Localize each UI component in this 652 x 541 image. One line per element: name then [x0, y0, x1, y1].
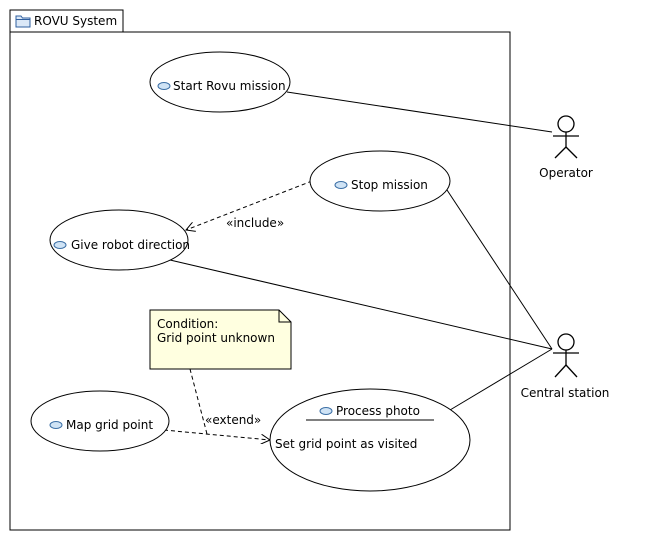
association-start-operator[interactable] — [286, 91, 553, 133]
extend-relation[interactable] — [163, 429, 270, 440]
use-case-label: Stop mission — [351, 178, 428, 192]
use-case-label: Give robot direction — [71, 238, 190, 252]
relationships: «include» «extend» — [163, 91, 553, 440]
use-case-label: Start Rovu mission — [173, 79, 286, 93]
stick-figure-icon — [553, 333, 579, 378]
association-stop-central[interactable] — [446, 189, 553, 350]
association-process-central[interactable] — [449, 348, 553, 411]
use-case-process-photo[interactable]: Process photo Set grid point as visited — [269, 388, 471, 492]
stick-figure-icon — [553, 115, 579, 159]
extension-point-label: Set grid point as visited — [275, 437, 417, 451]
condition-note[interactable]: Condition: Grid point unknown — [149, 309, 292, 370]
use-case-icon — [319, 407, 333, 415]
note-line-2: Grid point unknown — [157, 331, 275, 345]
include-relation[interactable] — [186, 180, 313, 230]
extend-label: «extend» — [205, 413, 261, 427]
use-case-icon — [157, 82, 171, 90]
note-line-1: Condition: — [157, 317, 218, 331]
actor-operator[interactable]: Operator — [539, 115, 593, 180]
use-case-map-grid-point[interactable]: Map grid point — [30, 390, 170, 452]
include-label: «include» — [226, 216, 284, 230]
system-title: ROVU System — [34, 14, 117, 28]
use-case-icon — [334, 181, 348, 189]
use-case-stop-mission[interactable]: Stop mission — [309, 150, 451, 212]
use-case-icon — [49, 421, 63, 429]
actor-central-station[interactable]: Central station — [521, 333, 610, 400]
association-give-central[interactable] — [169, 259, 553, 350]
use-case-icon — [53, 241, 67, 249]
package-icon — [15, 15, 31, 28]
actor-label: Central station — [521, 386, 610, 400]
use-case-label: Process photo — [336, 404, 420, 418]
actor-label: Operator — [539, 166, 593, 180]
use-case-give-robot-direction[interactable]: Give robot direction — [49, 209, 190, 271]
use-case-label: Map grid point — [66, 418, 153, 432]
use-case-start-rovu-mission[interactable]: Start Rovu mission — [149, 51, 291, 113]
